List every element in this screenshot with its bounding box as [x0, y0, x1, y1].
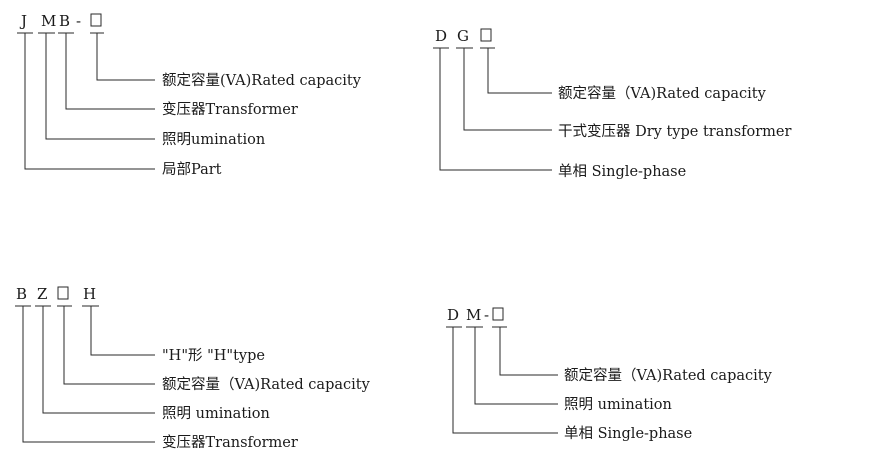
label-transformer: 变压器Transformer [162, 101, 298, 118]
code-dash: - [484, 306, 489, 324]
code-letter-d: D [447, 306, 459, 324]
leader-g [463, 48, 552, 131]
code-letter-d: D [435, 27, 447, 45]
leader-box [63, 306, 155, 385]
leader-m [474, 327, 558, 405]
leader-b [22, 306, 155, 443]
leader-z [42, 306, 155, 414]
leader-box [96, 33, 155, 81]
label-rated-capacity: 额定容量（VA)Rated capacity [162, 376, 371, 393]
label-illumination: 照明umination [162, 132, 265, 148]
leader-box [487, 48, 552, 94]
code-placeholder-box [57, 286, 69, 300]
code-placeholder-box [480, 28, 492, 42]
leader-d [452, 327, 558, 434]
diagram-dg: D G 额定容量（VA)Rated capacity 干式变压器 Dry typ… [433, 27, 791, 180]
code-letter-m: M [41, 12, 56, 30]
code-placeholder-box [90, 13, 102, 27]
label-h-type: "H"形 "H"type [162, 347, 265, 364]
diagram-jmb: J M B - 额定容量(VA)Rated capacity 变压器Transf… [17, 12, 362, 178]
leader-j [24, 33, 155, 170]
label-part: 局部Part [162, 161, 222, 178]
leader-box [499, 327, 558, 376]
code-letter-b: B [16, 285, 27, 303]
label-illumination: 照明 umination [564, 397, 672, 413]
leader-m [45, 33, 155, 140]
code-letter-j: J [19, 12, 27, 30]
label-illumination: 照明 umination [162, 406, 270, 422]
label-single-phase: 单相 Single-phase [564, 425, 692, 442]
code-letter-h: H [83, 285, 96, 303]
label-rated-capacity: 额定容量（VA)Rated capacity [564, 367, 773, 384]
leader-h [90, 306, 155, 356]
label-transformer: 变压器Transformer [162, 434, 298, 451]
leader-d [439, 48, 552, 171]
diagram-bzh: B Z H "H"形 "H"type 额定容量（VA)Rated capacit… [15, 285, 371, 451]
leader-b [65, 33, 155, 110]
label-dry-type-transformer: 干式变压器 Dry type transformer [558, 123, 791, 140]
code-letter-z: Z [37, 285, 47, 303]
label-rated-capacity: 额定容量(VA)Rated capacity [162, 72, 362, 89]
label-single-phase: 单相 Single-phase [558, 163, 686, 180]
code-letter-g: G [457, 27, 469, 45]
code-placeholder-box [492, 307, 504, 321]
code-letter-m: M [466, 306, 481, 324]
code-dash: - [76, 12, 81, 30]
diagram-dm: D M - 额定容量（VA)Rated capacity 照明 uminatio… [446, 306, 773, 442]
label-rated-capacity: 额定容量（VA)Rated capacity [558, 85, 767, 102]
code-letter-b: B [59, 12, 70, 30]
